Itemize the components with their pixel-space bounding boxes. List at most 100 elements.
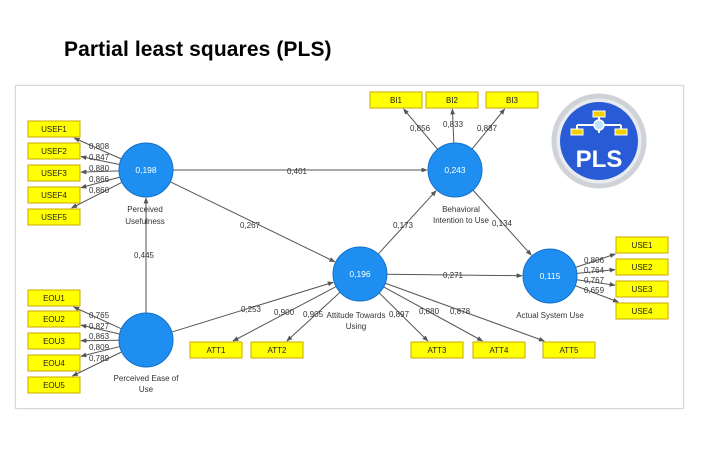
indicator-bi3[interactable]: BI3 — [485, 91, 539, 109]
indicator-box — [27, 186, 81, 204]
indicator-usef1[interactable]: USEF1 — [27, 120, 81, 138]
indicator-box — [27, 208, 81, 226]
latent-name-pu: Perceived — [127, 205, 163, 214]
r-squared-pu: 0,198 — [135, 165, 157, 175]
indicator-box — [27, 376, 81, 394]
indicator-box — [27, 289, 81, 307]
indicator-eou5[interactable]: EOU5 — [27, 376, 81, 394]
loading-edge-usef3 — [80, 169, 120, 175]
r-squared-asu: 0,115 — [540, 271, 561, 281]
loading-edge-eou2 — [80, 324, 120, 335]
loading-usef1: 0,808 — [89, 142, 110, 151]
loading-bi1: 0,856 — [410, 124, 431, 133]
indicator-box — [189, 341, 243, 359]
path-peu-to-att — [171, 281, 334, 333]
indicator-bi1[interactable]: BI1 — [369, 91, 423, 109]
pls-logo: PLS — [551, 93, 647, 189]
loading-edge-eou4 — [80, 346, 120, 358]
indicator-label: EOU4 — [43, 359, 65, 368]
indicator-box — [250, 341, 304, 359]
loading-bi2: 0,833 — [443, 120, 464, 129]
indicator-att2[interactable]: ATT2 — [250, 341, 304, 359]
r-squared-att: 0,196 — [349, 269, 371, 279]
loading-use1: 0,806 — [584, 256, 605, 265]
latent-name-asu: Actual System Use — [516, 311, 584, 320]
loading-edge-use1 — [575, 253, 616, 268]
indicator-box — [485, 91, 539, 109]
indicator-label: USEF4 — [41, 191, 67, 200]
indicator-label: ATT1 — [207, 346, 227, 355]
indicator-usef3[interactable]: USEF3 — [27, 164, 81, 182]
loading-usef3: 0,880 — [89, 164, 110, 173]
indicator-box — [615, 236, 669, 254]
loading-edge-att3 — [378, 292, 429, 342]
indicator-eou3[interactable]: EOU3 — [27, 332, 81, 350]
path-coefficient-pu-att: 0,267 — [240, 221, 261, 230]
indicator-use1[interactable]: USE1 — [615, 236, 669, 254]
indicator-bi2[interactable]: BI2 — [425, 91, 479, 109]
indicator-label: USE1 — [632, 241, 653, 250]
loading-edge-usef5 — [71, 181, 123, 209]
indicator-label: ATT4 — [490, 346, 510, 355]
path-bi-to-asu — [472, 189, 532, 256]
indicator-usef4[interactable]: USEF4 — [27, 186, 81, 204]
indicator-box — [472, 341, 526, 359]
loading-eou5: 0,789 — [89, 354, 110, 363]
loading-usef4: 0,866 — [89, 175, 110, 184]
indicator-label: BI3 — [506, 96, 519, 105]
latent-circle — [118, 142, 174, 198]
logo-disc — [560, 102, 638, 180]
indicator-box — [369, 91, 423, 109]
indicator-box — [410, 341, 464, 359]
indicator-usef2[interactable]: USEF2 — [27, 142, 81, 160]
indicator-use3[interactable]: USE3 — [615, 280, 669, 298]
path-coefficient-peu-pu: 0,445 — [134, 251, 155, 260]
logo-text: PLS — [576, 146, 623, 173]
loading-edge-bi3 — [471, 108, 506, 150]
path-coefficient-bi-asu: 0,134 — [492, 219, 513, 228]
indicator-label: EOU5 — [43, 381, 65, 390]
indicator-label: EOU3 — [43, 337, 65, 346]
loading-edge-usef2 — [80, 155, 120, 166]
indicator-eou2[interactable]: EOU2 — [27, 310, 81, 328]
indicator-box — [27, 354, 81, 372]
loading-usef2: 0,847 — [89, 153, 110, 162]
page-title: Partial least squares (PLS) — [64, 38, 332, 61]
indicator-use4[interactable]: USE4 — [615, 302, 669, 320]
latent-name-att: Attitude Towards — [327, 311, 386, 320]
loading-edge-att5 — [385, 282, 545, 342]
indicator-label: USE4 — [632, 307, 653, 316]
loading-eou2: 0,827 — [89, 322, 110, 331]
indicator-use2[interactable]: USE2 — [615, 258, 669, 276]
loading-edge-use4 — [575, 285, 619, 303]
loading-use4: 0,659 — [584, 286, 605, 295]
indicator-eou1[interactable]: EOU1 — [27, 289, 81, 307]
loading-edge-bi1 — [403, 108, 438, 150]
indicator-label: ATT5 — [560, 346, 580, 355]
loading-usef5: 0,860 — [89, 186, 110, 195]
path-att-to-asu — [386, 273, 523, 279]
latent-circle — [522, 248, 578, 304]
indicator-usef5[interactable]: USEF5 — [27, 208, 81, 226]
loading-eou4: 0,809 — [89, 343, 110, 352]
indicator-att1[interactable]: ATT1 — [189, 341, 243, 359]
loading-edge-use2 — [576, 267, 616, 274]
loading-use3: 0,767 — [584, 276, 605, 285]
loading-edge-usef1 — [73, 137, 122, 160]
indicator-att5[interactable]: ATT5 — [542, 341, 596, 359]
path-coefficient-att-asu: 0,271 — [443, 271, 464, 280]
indicator-eou4[interactable]: EOU4 — [27, 354, 81, 372]
loading-edge-att2 — [286, 291, 341, 342]
indicator-label: EOU1 — [43, 294, 65, 303]
latent-name-peu: Perceived Ease of — [114, 374, 180, 383]
indicator-att3[interactable]: ATT3 — [410, 341, 464, 359]
loading-att1: 0,900 — [274, 308, 295, 317]
latent-name-pu: Usefulness — [125, 217, 165, 226]
indicator-att4[interactable]: ATT4 — [472, 341, 526, 359]
